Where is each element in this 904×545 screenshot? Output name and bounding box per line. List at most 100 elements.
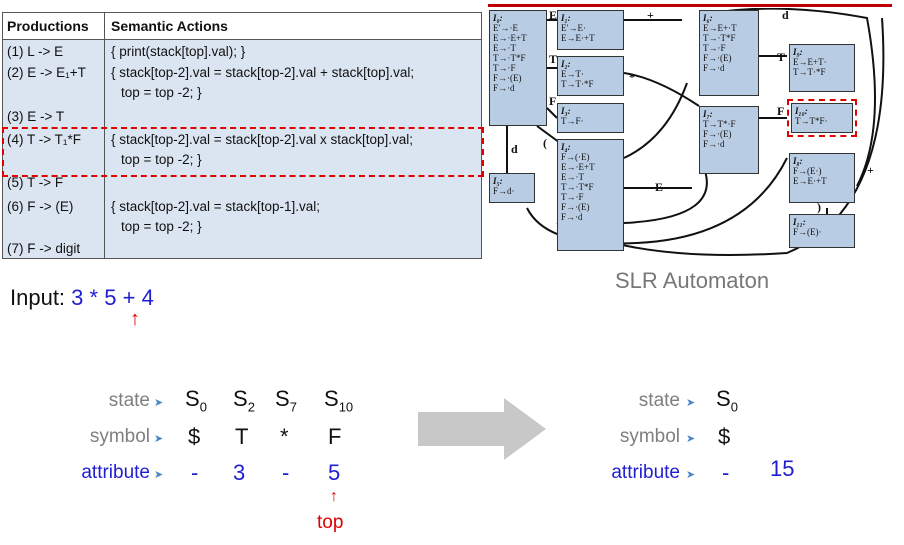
edge-label-plus: + (647, 8, 654, 22)
after-attr-1: 15 (770, 456, 795, 481)
state-s0-sub: 0 (199, 399, 207, 415)
edge-8-6 (716, 8, 876, 187)
state-i2: I₂: E→T·T→T·*F (557, 56, 624, 96)
production-7: (7) F -> digit (7, 241, 81, 256)
after-state-sub: 0 (730, 399, 738, 415)
column-divider (104, 13, 105, 258)
edge-label-F-right: F (777, 104, 785, 118)
state-i3: I₃: T→F· (557, 103, 624, 133)
arrow-icon: ➤ (686, 469, 696, 481)
state-i1: I₁: E′→E·E→E·+T (557, 10, 624, 50)
edge-7-4 (623, 162, 708, 224)
highlight-state-i10 (787, 99, 857, 137)
before-state-10: S10 (324, 386, 354, 415)
before-symbol-2: * (280, 424, 289, 449)
state-i10: I₁₀: T→T*F· (791, 103, 853, 133)
after-attr-0: - (722, 460, 730, 485)
before-symbol-0: $ (188, 424, 201, 449)
arrow-icon: ➤ (154, 469, 164, 481)
title-underline (488, 4, 892, 7)
after-symbol-label: symbol (619, 426, 680, 447)
state-s2-sub: 2 (247, 399, 255, 415)
input-token-3: 5 (104, 285, 117, 310)
before-state-7: S7 (275, 386, 297, 415)
edge-label-T-right: T (777, 50, 786, 64)
edge-label-T: T (549, 52, 558, 66)
after-state-label: state (638, 390, 680, 411)
production-4: (4) T -> T₁*F (7, 132, 81, 147)
input-line: Input: 3 * 5 + 4 (10, 285, 154, 311)
input-token-5: 4 (141, 285, 154, 310)
arrow-icon: ➤ (686, 397, 696, 409)
input-pointer-arrow: ↑ (130, 308, 140, 330)
automaton-edges (506, 8, 885, 256)
edge-label-d: d (511, 142, 518, 156)
top-arrow: ↑ (330, 488, 338, 505)
state-i11: I₁₁: F→(E)· (789, 214, 855, 248)
action-2: { stack[top-2].val = stack[top-2].val + … (111, 65, 415, 80)
edge-label-F: F (549, 94, 557, 108)
before-symbol-1: T (235, 424, 249, 449)
before-symbol-3: F (328, 424, 342, 449)
before-state-2: S2 (233, 386, 255, 415)
transition-arrow-icon (418, 398, 546, 460)
edge-0-3 (546, 107, 558, 119)
before-attr-0: - (191, 460, 199, 485)
top-label: top (317, 512, 344, 533)
production-5: (5) T -> F (7, 175, 64, 190)
input-label: Input: (10, 285, 66, 310)
before-attribute-label: attribute (81, 462, 150, 483)
edge-label-d-top: d (782, 8, 789, 22)
arrow-icon: ➤ (154, 397, 164, 409)
production-3: (3) E -> T (7, 109, 65, 124)
edge-6-4 (623, 82, 688, 159)
edge-7-5 (526, 157, 788, 245)
edge-2-7 (623, 72, 700, 107)
before-attr-3: 5 (328, 460, 341, 485)
edge-label-star: * (629, 70, 635, 84)
after-state-0: S0 (716, 386, 738, 415)
edge-label-plus-right: + (867, 163, 874, 177)
action-2-cont: top = top -2; } (121, 85, 202, 100)
state-s7-sub: 7 (289, 399, 297, 415)
state-s10-sub: 10 (338, 399, 354, 415)
edge-label-paren: ( (543, 136, 547, 150)
arrow-icon: ➤ (154, 433, 164, 445)
after-symbol-0: $ (718, 424, 731, 449)
state-i5: I₅: F→d· (489, 173, 535, 203)
input-token-2: * (89, 285, 99, 310)
before-attr-2: - (282, 460, 290, 485)
before-state-0: S0 (185, 386, 207, 415)
input-token-4: + (122, 285, 136, 310)
header-productions: Productions (7, 18, 89, 34)
automaton-caption: SLR Automaton (615, 268, 770, 293)
before-state-label: state (108, 390, 150, 411)
action-6: { stack[top-2].val = stack[top-1].val; (111, 199, 320, 214)
action-4: { stack[top-2].val = stack[top-2].val x … (111, 132, 414, 147)
action-1: { print(stack[top].val); } (111, 44, 246, 59)
edge-label-E-mid: E (655, 180, 664, 194)
production-6: (6) F -> (E) (7, 199, 74, 214)
after-attribute-label: attribute (611, 462, 680, 483)
highlight-production-4 (2, 127, 484, 177)
header-semantic-actions: Semantic Actions (111, 18, 228, 34)
edge-label-rparen: ) (817, 200, 821, 214)
production-2: (2) E -> E₁+T (7, 65, 86, 80)
production-1: (1) L -> E (7, 44, 64, 59)
arrow-icon: ➤ (686, 433, 696, 445)
state-i9: I₉: E→E+T·T→T·*F (789, 44, 855, 92)
before-attr-1: 3 (233, 460, 246, 485)
action-4-cont: top = top -2; } (121, 152, 202, 167)
productions-table: Productions Semantic Actions (1) L -> E … (2, 12, 482, 259)
input-token-1: 3 (71, 285, 84, 310)
table-header (3, 13, 481, 40)
edge-label-E-top: E (549, 8, 558, 22)
state-i8: I₈: F→(E·)E→E·+T (789, 153, 855, 203)
before-symbol-label: symbol (89, 426, 150, 447)
action-6-cont: top = top -2; } (121, 219, 202, 234)
